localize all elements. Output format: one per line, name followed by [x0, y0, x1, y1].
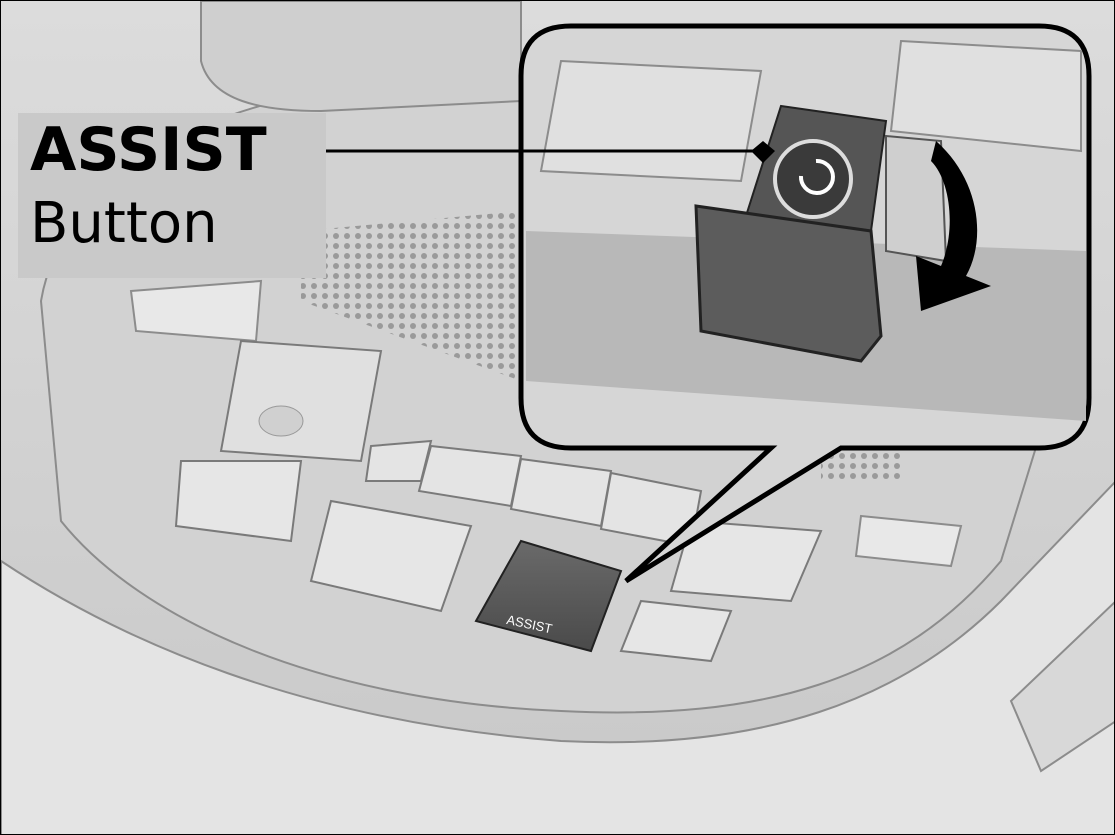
zoom-assist-icon — [773, 139, 853, 219]
zoom-button-right — [889, 39, 1082, 153]
lamp-switch-right — [669, 519, 823, 603]
callout-subtitle: Button — [30, 191, 218, 256]
homelink-button — [364, 439, 433, 482]
lamp-button-right — [619, 599, 733, 663]
sunroof-panel — [200, 1, 522, 113]
grab-handle — [1009, 601, 1114, 773]
lamp-button-left — [174, 460, 303, 543]
lamp-switch-left — [219, 339, 383, 463]
headliner — [1, 481, 1114, 834]
lamp-sensor — [258, 405, 304, 437]
speaker-grille-left — [301, 211, 521, 381]
map-lamp-right — [854, 514, 963, 568]
speaker-grille-right — [821, 451, 901, 481]
callout-label: ASSIST Button — [18, 113, 326, 278]
sunroof-switch — [309, 499, 473, 613]
zoom-assist-cover — [694, 204, 883, 363]
leader-diamond — [751, 141, 775, 163]
map-lamp-left — [129, 279, 263, 343]
callout-title: ASSIST — [30, 115, 267, 185]
open-direction-arrow — [916, 141, 991, 311]
phone-icon — [798, 158, 835, 195]
zoom-button-left — [539, 59, 763, 183]
assist-button[interactable] — [474, 539, 623, 653]
